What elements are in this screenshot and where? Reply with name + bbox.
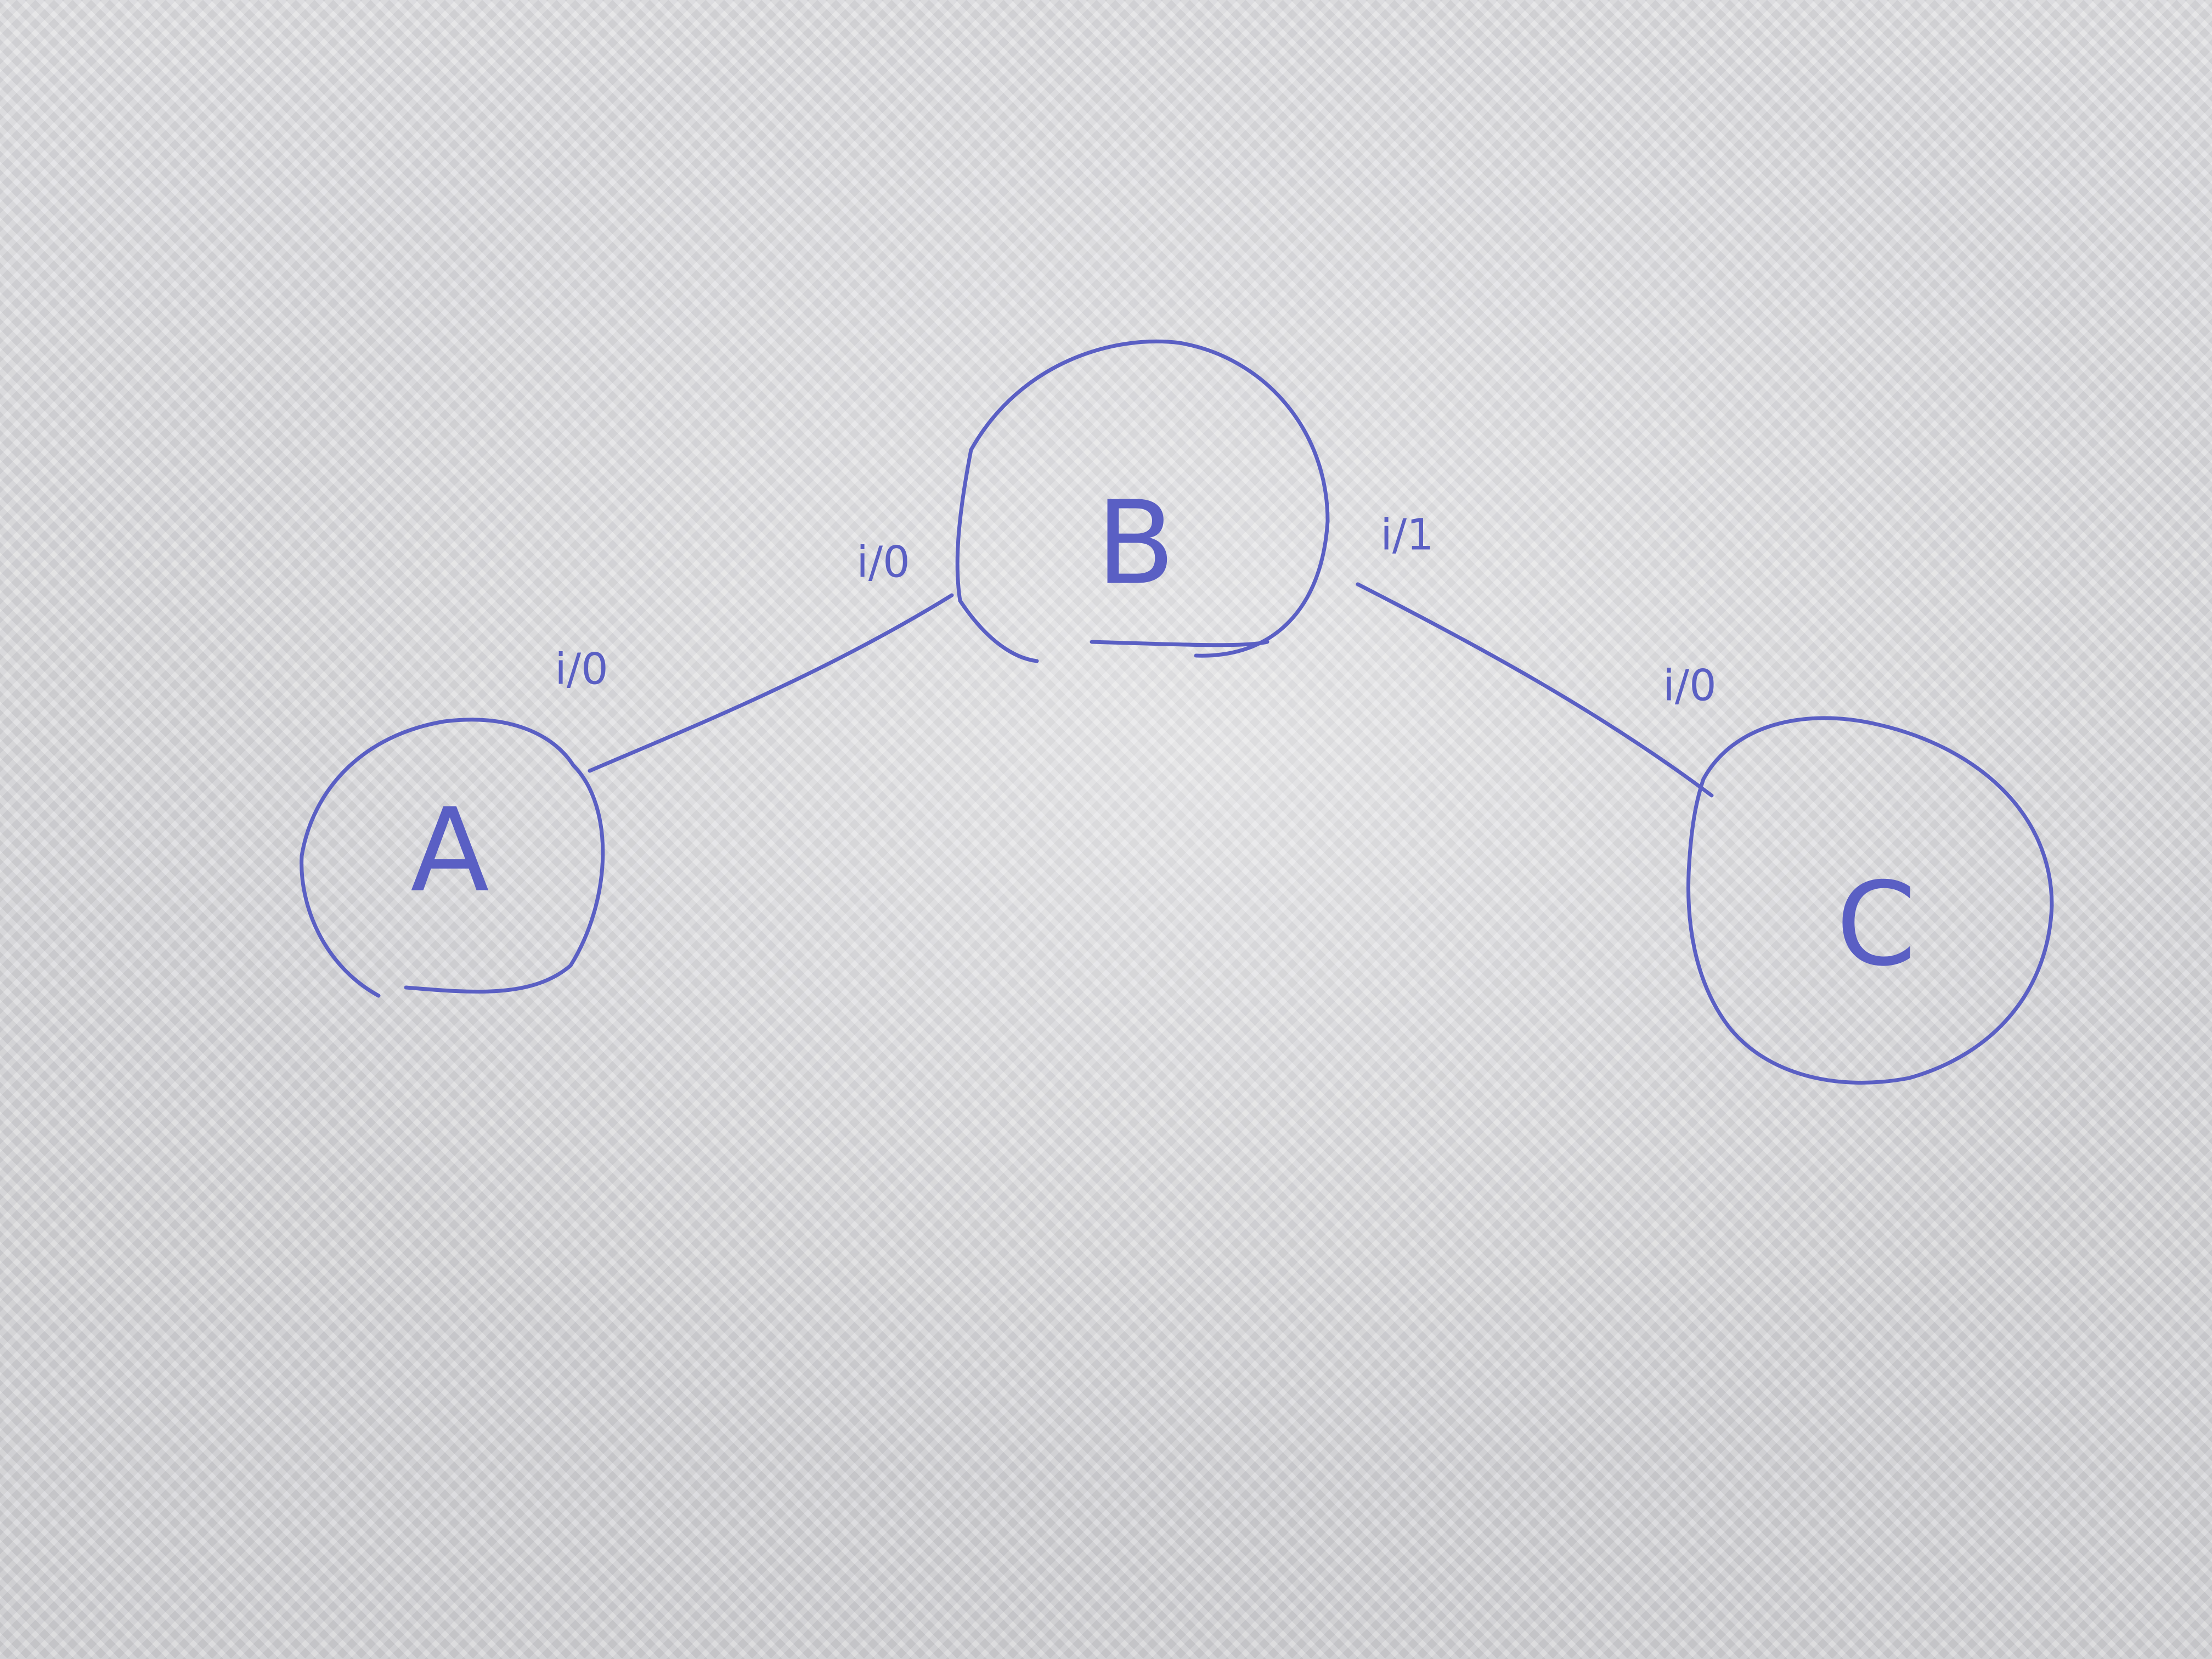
port-label-a-b-target: i/0 bbox=[856, 538, 910, 587]
port-label-b-c-source: i/1 bbox=[1380, 510, 1434, 560]
edge-b-c bbox=[1356, 582, 1714, 798]
node-c-label: C bbox=[1836, 857, 1917, 992]
node-b-label: B bbox=[1096, 476, 1175, 611]
node-a-circle bbox=[300, 718, 605, 998]
node-b-circle bbox=[955, 340, 1330, 663]
edge-a-b bbox=[588, 593, 954, 773]
port-label-a-b-source: i/0 bbox=[555, 645, 608, 694]
node-a-label: A bbox=[410, 783, 489, 918]
node-c-circle bbox=[1686, 716, 2054, 1085]
node-b: B bbox=[955, 340, 1330, 663]
node-a: A bbox=[300, 718, 605, 998]
node-c: C bbox=[1686, 716, 2054, 1085]
port-label-b-c-target: i/0 bbox=[1663, 661, 1717, 710]
